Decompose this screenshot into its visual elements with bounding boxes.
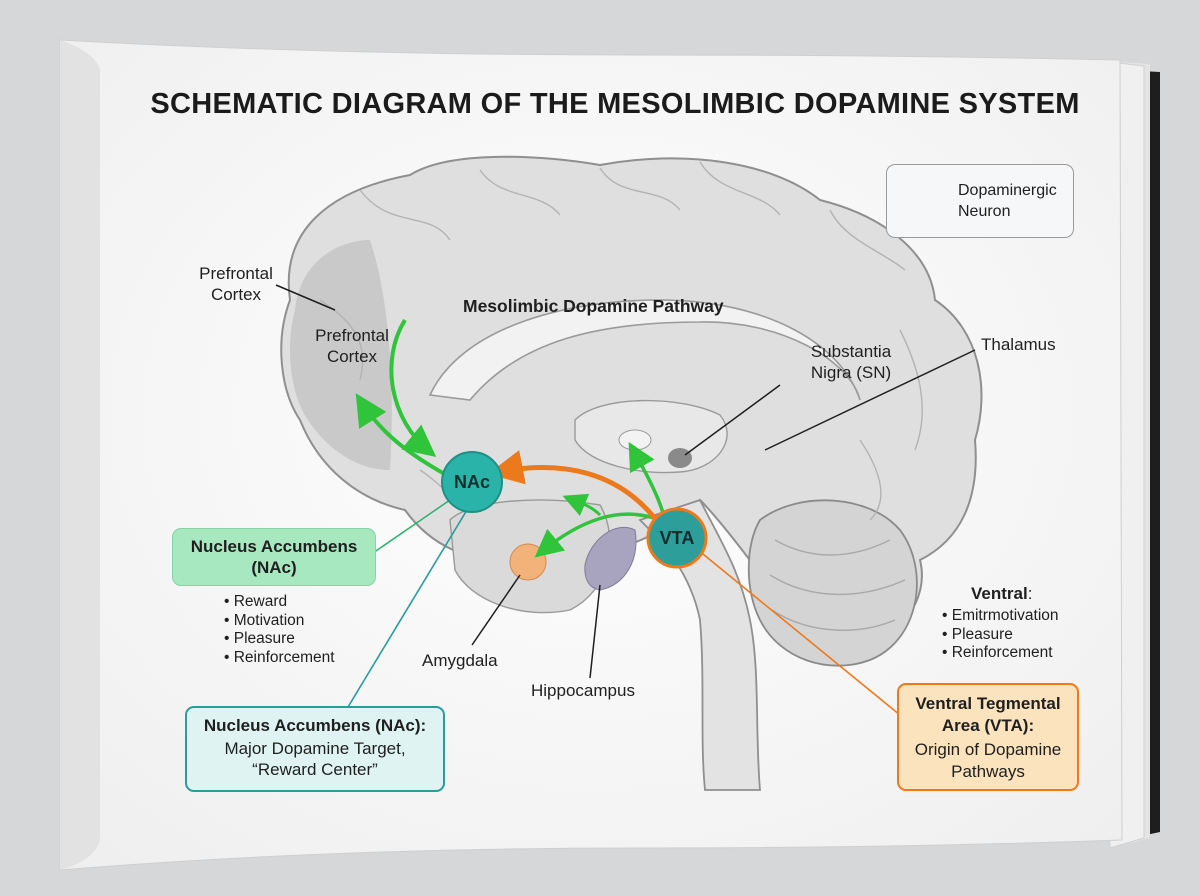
pathway-arrow-to-amygdala [534,512,661,558]
list-item: Reinforcement [224,649,335,668]
pfc-outer-label-2: Cortex [210,285,262,304]
amygdala-blob [509,543,547,581]
amygdala-label: Amygdala [422,651,498,670]
sn-label-1: Substantia [810,342,892,361]
pfc-inner-label-2: Cortex [326,347,378,366]
ventral-heading-colon: : [1027,584,1033,603]
legend-label-line2: Neuron [958,203,1011,220]
nac-summary-line2: (NAc) [251,558,297,577]
nac-summary-line1: Nucleus Accumbens [190,537,358,556]
vta-box-line3: Origin of Dopamine [914,740,1062,759]
nac-target-line2: Major Dopamine Target, [224,739,406,758]
leader-lines [275,284,976,716]
thalamus-inner [618,429,652,451]
vta-node [646,507,708,569]
pfc-inner-label-1: Prefrontal [315,326,389,345]
brainstem [638,498,761,791]
list-item: Reward [224,593,335,612]
hippocampus-blob [584,527,637,591]
pathway-arrow-branch [562,493,602,517]
page-title: SCHEMATIC DIAGRAM OF THE MESOLIMBIC DOPA… [150,88,1080,120]
legend-label-line1: Dopaminergic [958,182,1057,199]
pfc-outer-label-1: Prefrontal [199,264,273,283]
vta-info-box [897,683,1079,791]
legend-box [886,164,1074,238]
cerebellum [747,499,918,667]
vta-to-nac-arrow [488,450,663,527]
pathway-arrow-to-nac [389,318,437,458]
vta-box-line1: Ventral Tegmental [915,694,1061,713]
ventral-bullet-list: Emitrmotivation Pleasure Reinforcement [942,607,1059,663]
pathway-label: Mesolimbic Dopamine Pathway [463,296,724,316]
vta-box-line4: Pathways [951,762,1025,781]
substantia-nigra [668,448,692,468]
cerebellum-folia [769,539,906,631]
page-gutter-shadow [60,40,100,870]
list-item: Emitrmotivation [942,607,1059,626]
vta-node-label: VTA [659,528,695,548]
hippocampus-label: Hippocampus [531,681,635,700]
ventral-heading: Ventral: [971,584,1032,604]
ventral-heading-text: Ventral [971,584,1028,603]
list-item: Pleasure [224,630,335,649]
nac-target-box [185,706,445,792]
list-item: Reinforcement [942,644,1059,663]
vta-box-line2: Area (VTA): [941,716,1035,735]
thalamus-label: Thalamus [981,335,1056,354]
nac-bullet-list: Reward Motivation Pleasure Reinforcement [224,593,335,667]
nac-node [441,451,503,513]
list-item: Pleasure [942,626,1059,645]
nac-target-line3: “Reward Center” [252,760,378,779]
list-item: Motivation [224,612,335,631]
nac-node-label: NAc [453,472,490,492]
nac-summary-box [172,528,376,586]
nac-target-line1: Nucleus Accumbens (NAc): [203,716,427,735]
corpus-callosum [428,299,861,401]
sn-label-2: Nigra (SN) [810,363,892,382]
